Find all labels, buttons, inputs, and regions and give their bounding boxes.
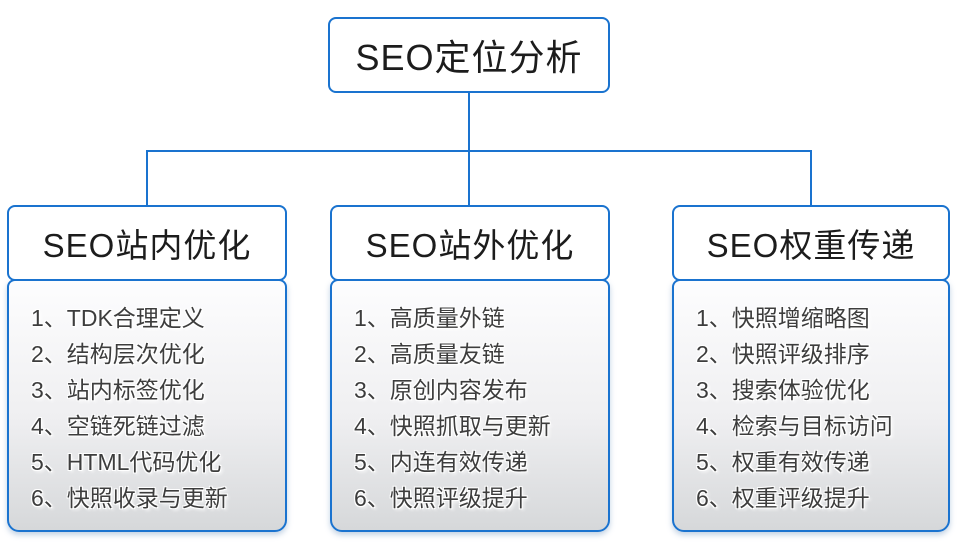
list-item: 1、TDK合理定义 bbox=[31, 305, 205, 331]
list-item: 2、高质量友链 bbox=[354, 341, 505, 367]
list-item: 5、权重有效传递 bbox=[696, 449, 870, 475]
column-list-offsite: 1、高质量外链 2、高质量友链 3、原创内容发布 4、快照抓取与更新 5、内连有… bbox=[330, 279, 610, 532]
column-list-weight: 1、快照增缩略图 2、快照评级排序 3、搜索体验优化 4、检索与目标访问 5、权… bbox=[672, 279, 950, 532]
list-item: 1、高质量外链 bbox=[354, 305, 505, 331]
list-item: 4、检索与目标访问 bbox=[696, 413, 893, 439]
connector-root-vertical bbox=[468, 91, 470, 205]
column-onsite: SEO站内优化 1、TDK合理定义 2、结构层次优化 3、站内标签优化 4、空链… bbox=[7, 205, 287, 532]
list-item: 2、快照评级排序 bbox=[696, 341, 870, 367]
list-item: 2、结构层次优化 bbox=[31, 341, 205, 367]
column-header-onsite: SEO站内优化 bbox=[7, 205, 287, 281]
column-list-onsite: 1、TDK合理定义 2、结构层次优化 3、站内标签优化 4、空链死链过滤 5、H… bbox=[7, 279, 287, 532]
list-item: 6、权重评级提升 bbox=[696, 485, 870, 511]
root-node-title: SEO定位分析 bbox=[355, 37, 583, 78]
list-item: 6、快照收录与更新 bbox=[31, 485, 228, 511]
column-title: SEO站内优化 bbox=[42, 227, 252, 264]
list-item: 3、站内标签优化 bbox=[31, 377, 205, 403]
column-offsite: SEO站外优化 1、高质量外链 2、高质量友链 3、原创内容发布 4、快照抓取与… bbox=[330, 205, 610, 532]
column-header-weight: SEO权重传递 bbox=[672, 205, 950, 281]
list-item: 5、内连有效传递 bbox=[354, 449, 528, 475]
list-item: 3、搜索体验优化 bbox=[696, 377, 870, 403]
list-item: 6、快照评级提升 bbox=[354, 485, 528, 511]
root-node: SEO定位分析 bbox=[328, 17, 610, 93]
list-item: 4、快照抓取与更新 bbox=[354, 413, 551, 439]
list-item: 4、空链死链过滤 bbox=[31, 413, 205, 439]
list-item: 1、快照增缩略图 bbox=[696, 305, 870, 331]
column-header-offsite: SEO站外优化 bbox=[330, 205, 610, 281]
column-weight: SEO权重传递 1、快照增缩略图 2、快照评级排序 3、搜索体验优化 4、检索与… bbox=[672, 205, 950, 532]
list-item: 3、原创内容发布 bbox=[354, 377, 528, 403]
list-item: 5、HTML代码优化 bbox=[31, 449, 222, 475]
connector-right-vertical bbox=[810, 150, 812, 206]
connector-left-vertical bbox=[146, 150, 148, 206]
column-title: SEO站外优化 bbox=[365, 227, 575, 264]
column-title: SEO权重传递 bbox=[706, 227, 916, 264]
connector-horizontal bbox=[146, 150, 812, 152]
